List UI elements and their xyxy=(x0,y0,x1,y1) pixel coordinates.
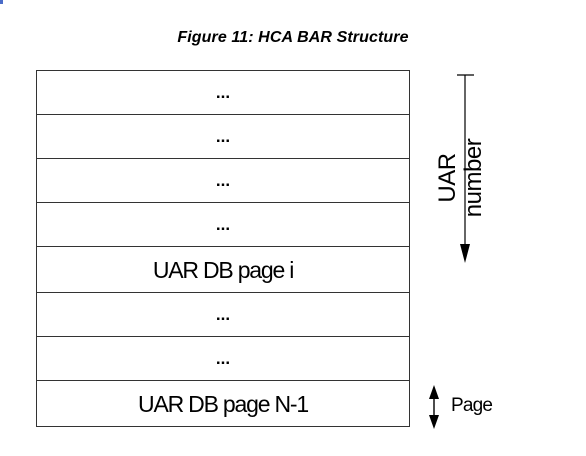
bar-row-ellipsis: ... xyxy=(37,337,409,381)
uar-number-label-line2: number xyxy=(460,138,487,218)
bar-row-ellipsis: ... xyxy=(37,293,409,337)
uar-number-label-line1: UAR xyxy=(434,153,461,203)
bar-row-ellipsis: ... xyxy=(37,203,409,247)
page-size-arrow-icon xyxy=(429,385,439,429)
figure-title: Figure 11: HCA BAR Structure xyxy=(177,29,409,46)
hca-bar-structure-table: ... ... ... ... UAR DB page i ... ... UA… xyxy=(36,70,410,427)
page-edge-mark xyxy=(0,0,10,5)
page-label: Page xyxy=(451,395,493,416)
bar-row-uar-db-page-n-1: UAR DB page N-1 xyxy=(138,391,309,417)
bar-row-ellipsis: ... xyxy=(37,115,409,159)
bar-row-uar-db-page-i: UAR DB page i xyxy=(37,247,409,293)
uar-number-arrow-icon xyxy=(457,74,474,263)
uar-number-label: UAR number xyxy=(420,122,502,234)
bar-row-ellipsis: ... xyxy=(37,71,409,115)
bar-row-ellipsis: ... xyxy=(37,159,409,203)
